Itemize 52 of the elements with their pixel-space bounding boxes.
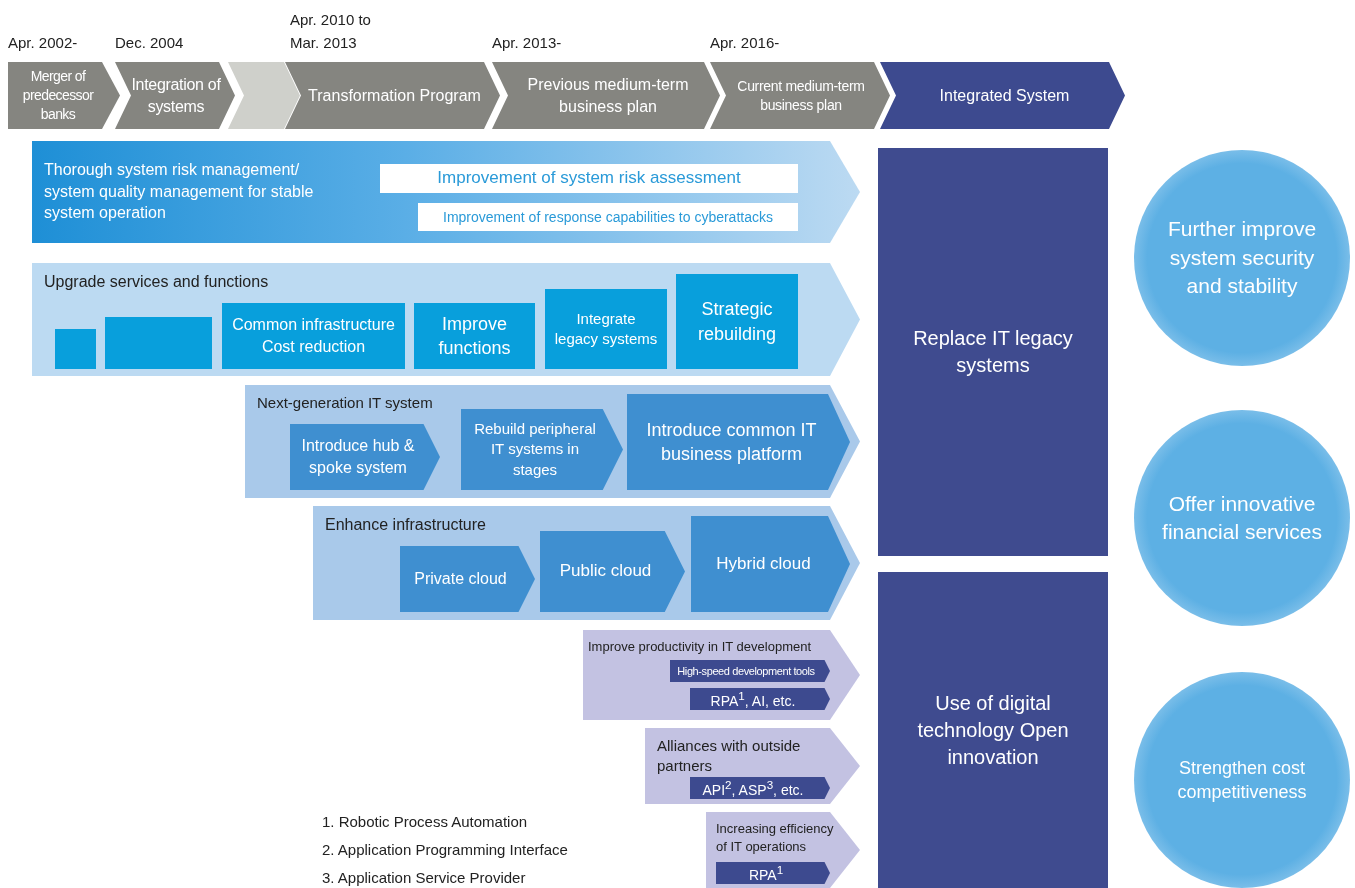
initiative-step: Rebuild peripheral IT systems in stages: [461, 409, 623, 490]
timeline-phase: Current medium-term business plan: [710, 62, 890, 129]
timeline-phase: Integrated System: [880, 62, 1125, 129]
initiative-step: API$^{2}$, ASP$^{3}$, etc.: [690, 777, 830, 799]
initiative-box: Integrate legacy systems: [545, 289, 667, 369]
band-heading: Alliances with outside partners: [657, 736, 802, 777]
timeline-phase: Integration of systems: [115, 62, 235, 129]
initiative-step: Introduce common IT business platform: [627, 394, 850, 490]
date-label: Dec. 2004: [115, 32, 184, 53]
initiative-box: Replace IT legacy systems: [878, 148, 1108, 556]
footnote: 3. Application Service Provider: [322, 869, 526, 886]
initiative-band: [245, 385, 860, 498]
band-heading: Improve productivity in IT development: [588, 638, 813, 656]
band-heading: Thorough system risk management/ system quality management for stable system operation: [44, 160, 315, 224]
initiative-box: [55, 329, 96, 369]
initiative-band: [706, 812, 860, 888]
band-heading: Enhance infrastructure: [325, 515, 487, 535]
initiative-step: Public cloud: [540, 531, 685, 612]
initiative-step: High-speed development tools: [670, 660, 830, 682]
footnote: 2. Application Programming Interface: [322, 841, 568, 858]
initiative-box: Improvement of system risk assessment: [380, 164, 798, 193]
initiative-box: Strategic rebuilding: [676, 274, 798, 369]
initiative-step: Introduce hub & spoke system: [290, 424, 440, 490]
date-label: Apr. 2013-: [492, 32, 562, 53]
initiative-box: Improvement of response capabilities to cyberattacks: [418, 203, 798, 231]
date-label: Apr. 2002-: [8, 32, 78, 53]
date-label: Apr. 2010 to Mar. 2013: [290, 9, 372, 53]
initiative-step: RPA$^{1}$: [716, 862, 830, 884]
band-heading: Upgrade services and functions: [44, 272, 270, 292]
goal-circle: Strengthen cost competitiveness: [1134, 672, 1350, 888]
timeline-phase: Transformation Program: [285, 62, 500, 129]
initiative-band: [645, 728, 860, 804]
goal-circle: Further improve system security and stability: [1134, 150, 1350, 366]
initiative-step: Private cloud: [400, 546, 535, 612]
initiative-band: [313, 506, 860, 620]
initiative-box: [105, 317, 212, 369]
band-heading: Next-generation IT system: [257, 393, 434, 413]
band-heading: Increasing efficiency of IT operations: [716, 820, 835, 856]
timeline-phase: [228, 62, 300, 129]
initiative-box: Improve functions: [414, 303, 535, 369]
initiative-band: [32, 141, 860, 243]
goal-circle: Offer innovative financial services: [1134, 410, 1350, 626]
footnote: 1. Robotic Process Automation: [322, 813, 528, 830]
timeline-phase: Previous medium-term business plan: [492, 62, 720, 129]
initiative-step: RPA$^{1}$, AI, etc.: [690, 688, 830, 710]
timeline-phase: Merger of predecessor banks: [8, 62, 120, 129]
date-label: Apr. 2016-: [710, 32, 780, 53]
initiative-box: Use of digital technology Open innovation: [878, 572, 1108, 888]
initiative-band: [583, 630, 860, 720]
initiative-step: Hybrid cloud: [691, 516, 850, 612]
initiative-box: Common infrastructure Cost reduction: [222, 303, 405, 369]
initiative-band: [32, 263, 860, 376]
